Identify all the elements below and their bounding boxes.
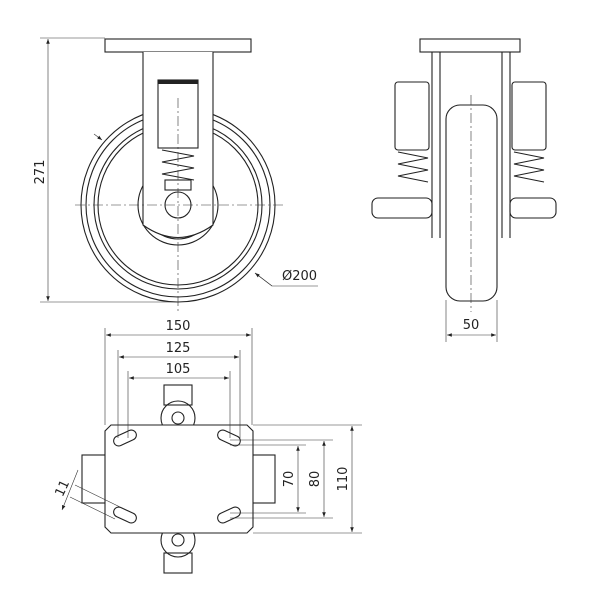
side-view: 50 — [371, 38, 557, 342]
dim-bolt-spacing-inner-x: 105 — [166, 362, 191, 377]
dim-bolt-spacing-outer-y: 80 — [308, 471, 323, 488]
dim-wheel-width: 50 — [463, 318, 480, 333]
dim-overall-height: 271 — [33, 160, 48, 185]
dim-plate-length: 150 — [166, 319, 191, 334]
dim-bolt-spacing-outer-x: 125 — [166, 341, 191, 356]
mounting-slots — [113, 429, 241, 524]
dim-wheel-diameter: Ø200 — [282, 269, 317, 284]
dim-bolt-spacing-inner-y: 70 — [282, 471, 297, 488]
dim-plate-width: 110 — [336, 467, 351, 492]
bottom-view: 150 125 105 110 80 70 11 — [53, 319, 362, 574]
front-view: 271 Ø200 — [33, 37, 318, 312]
dim-slot-width: 11 — [53, 478, 74, 499]
